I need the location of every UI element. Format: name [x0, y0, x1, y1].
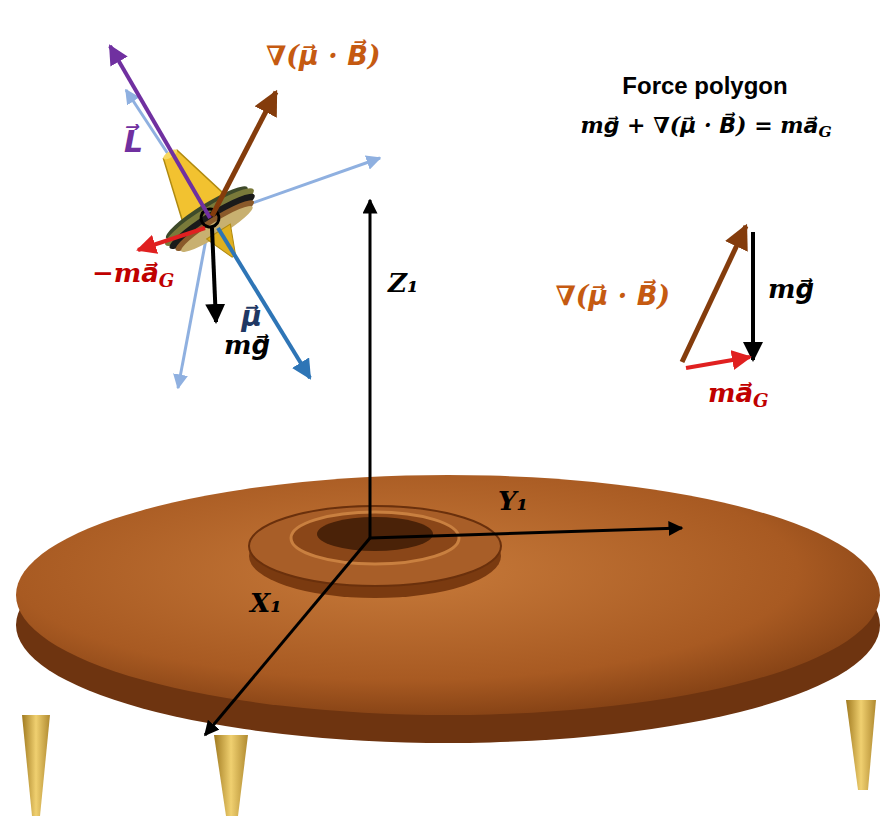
subscript: G: [753, 390, 769, 411]
vector-label: ma⃗G: [708, 378, 769, 409]
vector-label: mg⃗: [768, 274, 814, 305]
polygon-magnetic-force: [682, 226, 746, 362]
base-leg: [214, 735, 248, 816]
vector-label: L⃗: [124, 124, 143, 160]
polygon-inertial-force: [686, 357, 750, 368]
body-axes: [126, 90, 380, 388]
axis-label: Y₁: [498, 486, 528, 517]
inertial-force-arrow: [138, 228, 205, 250]
equation: mg⃗ + ∇(μ⃗ · B⃗) = ma⃗G: [580, 112, 831, 138]
base-top: [16, 475, 880, 715]
inset-heading: Force polygon: [622, 72, 787, 101]
angular-momentum-arrow: [110, 46, 210, 218]
subscript: G: [159, 270, 175, 291]
ring-hole: [317, 517, 433, 551]
vector-label: −ma⃗G: [92, 258, 174, 289]
vector-label: ∇(μ⃗ · B⃗): [555, 280, 670, 312]
y-axis: [370, 528, 682, 538]
force-polygon: [682, 226, 753, 368]
base-leg: [22, 715, 50, 816]
polygon-weight: [751, 232, 755, 360]
reference-axes: [205, 200, 682, 735]
axis-label: Z₁: [388, 268, 418, 299]
vector-label: mg⃗: [224, 330, 270, 361]
force-vectors: [110, 46, 310, 378]
x-axis: [205, 538, 370, 735]
ring-top: [249, 506, 501, 586]
z-axis: [369, 200, 372, 538]
magnetic-moment-arrow: [218, 228, 310, 378]
axis-label: X₁: [250, 588, 282, 619]
wooden-base: [16, 475, 880, 816]
base-leg: [846, 700, 876, 790]
magnetic-force-arrow: [212, 92, 276, 216]
weight-arrow: [212, 228, 216, 322]
subscript: G: [818, 123, 831, 141]
vector-label: μ⃗: [241, 300, 262, 334]
vector-label: ∇(μ⃗ · B⃗): [266, 40, 381, 72]
